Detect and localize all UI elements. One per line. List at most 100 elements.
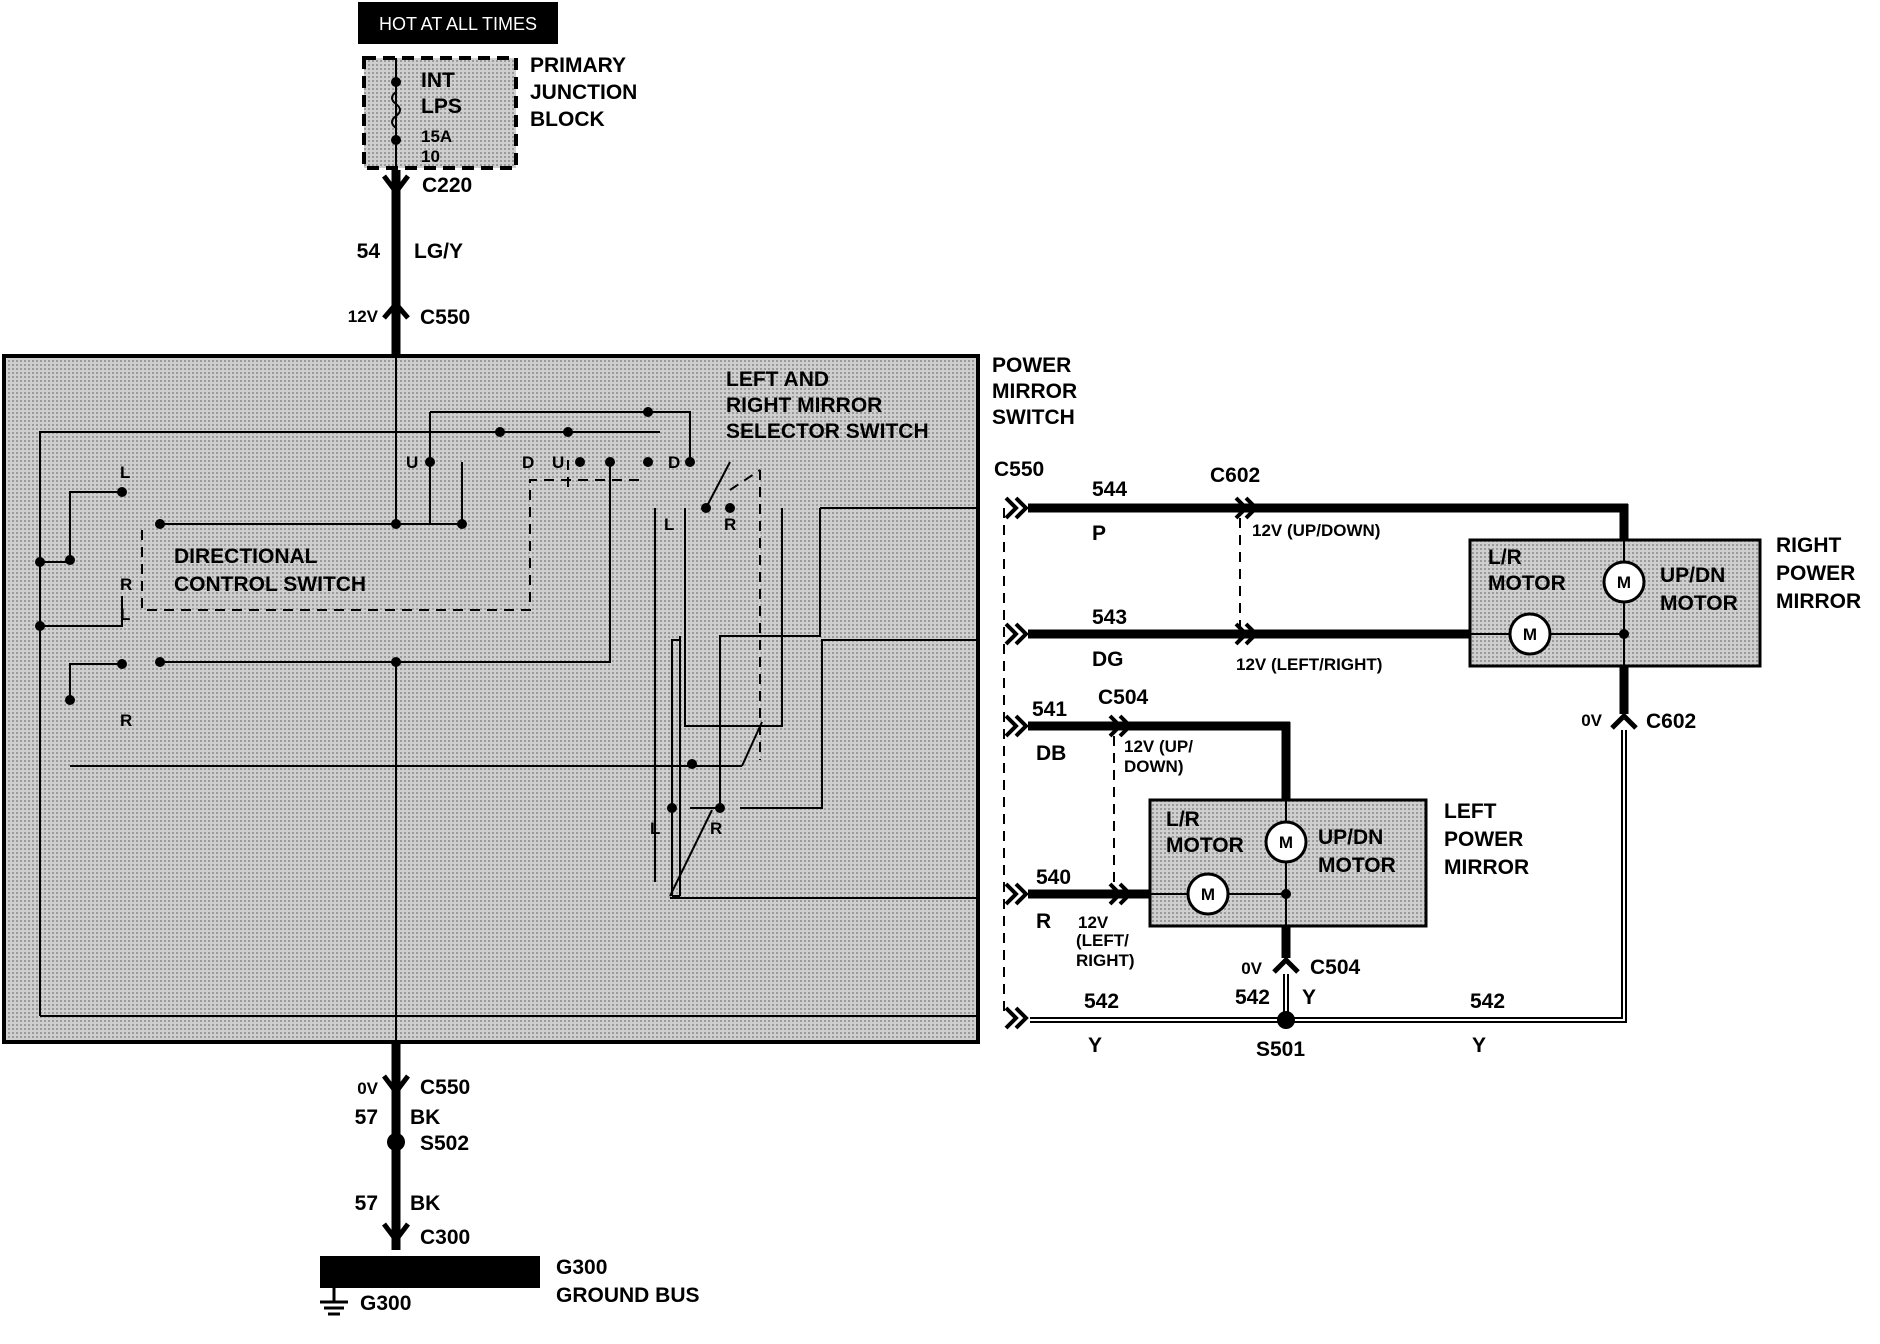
fuse-line-2: LPS (421, 95, 462, 118)
contact-r-4: R (710, 819, 722, 838)
power-mirror-switch-label-2: MIRROR (992, 380, 1077, 403)
wire-541-voltage-2: DOWN) (1124, 757, 1183, 776)
c602-mid-connector-icon (1234, 622, 1259, 646)
wire-57-a-color: BK (410, 1106, 440, 1129)
left-lr-motor-label-1: L/R (1166, 808, 1200, 831)
fuse-line-3: 15A (421, 127, 452, 146)
s501-splice-dot (1277, 1011, 1295, 1029)
right-updn-motor-label-1: UP/DN (1660, 564, 1725, 587)
fuse-top-dot (391, 77, 401, 87)
g300-bottom-label: G300 (360, 1292, 411, 1315)
left-lr-motor-icon (1186, 872, 1230, 916)
junction-block-label-1: PRIMARY (530, 54, 626, 77)
hot-at-all-times-tag (358, 2, 558, 44)
wire-54-circuit: 54 (357, 240, 381, 263)
c300-connector-icon (382, 1222, 410, 1245)
right-mirror-junction-dot (1619, 629, 1629, 639)
wire-540-voltage-1: 12V (1078, 913, 1109, 932)
switch-dashed-links (141, 460, 761, 760)
c504-bottom-voltage: 0V (1241, 959, 1262, 978)
switch-junction-dots (35, 407, 735, 813)
wire-540-color: R (1036, 910, 1051, 933)
c504-top-label: C504 (1098, 686, 1149, 709)
wire-542-mid-circuit: 542 (1235, 986, 1270, 1009)
right-lr-motor-icon (1508, 612, 1552, 656)
c602-right-label: C602 (1646, 710, 1696, 733)
contact-l-2: L (120, 605, 130, 624)
c550-bottom-label: C550 (420, 1076, 470, 1099)
wire-57-a-circuit: 57 (355, 1106, 378, 1129)
ground-bus-bar (320, 1256, 540, 1288)
c550-right-label: C550 (994, 458, 1044, 481)
right-updn-motor-icon (1602, 560, 1646, 604)
right-updn-motor-label-2: MOTOR (1660, 592, 1738, 615)
wire-541-circuit: 541 (1032, 698, 1067, 721)
c550-bottom-connector-icon (382, 1074, 410, 1097)
right-lr-motor-label-1: L/R (1488, 546, 1522, 569)
right-lr-motor-label-2: MOTOR (1488, 572, 1566, 595)
contact-u-1: U (406, 453, 418, 472)
g300-top-label: G300 (556, 1256, 607, 1279)
left-updn-motor-icon (1264, 820, 1308, 864)
fuse-element-icon (391, 91, 401, 129)
switch-internal-wiring (39, 356, 976, 1042)
right-mirror-label-2: POWER (1776, 562, 1855, 585)
c602-right-connector-icon (1610, 712, 1638, 730)
wire-542-mid-color: Y (1302, 986, 1316, 1009)
left-mirror-label-3: MIRROR (1444, 856, 1529, 879)
wire-57-b-color: BK (410, 1192, 440, 1215)
c504-mid-connector-icon (1108, 882, 1133, 906)
right-lr-motor-symbol: M (1523, 625, 1537, 644)
c602-right-voltage: 0V (1581, 711, 1602, 730)
right-mirror-label-3: MIRROR (1776, 590, 1861, 613)
hot-at-all-times-label: HOT AT ALL TIMES (379, 14, 537, 34)
ground-bus-label: GROUND BUS (556, 1284, 700, 1307)
c602-top-connector-icon (1234, 496, 1259, 520)
c504-bottom-label: C504 (1310, 956, 1361, 979)
wire-543-circuit: 543 (1092, 606, 1127, 629)
wire-541-voltage-1: 12V (UP/ (1124, 737, 1193, 756)
s501-label: S501 (1256, 1038, 1305, 1061)
contact-d-2: D (668, 453, 680, 472)
left-mirror-label-1: LEFT (1444, 800, 1497, 823)
ground-icon (320, 1288, 348, 1316)
c550-top-connector-icon (382, 300, 410, 320)
left-updn-motor-label-1: UP/DN (1318, 826, 1383, 849)
wire-540-voltage-3: RIGHT) (1076, 951, 1135, 970)
wire-542-left-color: Y (1088, 1034, 1102, 1057)
c550-right-connector-icons (1004, 496, 1029, 1030)
c220-label: C220 (422, 174, 472, 197)
contact-l-4: L (650, 819, 660, 838)
right-mirror-label-1: RIGHT (1776, 534, 1842, 557)
wire-540-circuit: 540 (1036, 866, 1071, 889)
c550-top-label: C550 (420, 306, 470, 329)
c550-bottom-voltage: 0V (357, 1079, 378, 1098)
wire-544-circuit: 544 (1092, 478, 1127, 501)
left-lr-motor-label-2: MOTOR (1166, 834, 1244, 857)
wire-54-color: LG/Y (414, 240, 463, 263)
power-mirror-switch-label-1: POWER (992, 354, 1071, 377)
left-updn-motor-label-2: MOTOR (1318, 854, 1396, 877)
selector-switch-label-3: SELECTOR SWITCH (726, 420, 929, 443)
wire-543-voltage: 12V (LEFT/RIGHT) (1236, 655, 1382, 674)
c504-bottom-connector-icon (1272, 956, 1300, 974)
c504-top-connector-icon (1108, 714, 1133, 738)
wire-542-right-circuit: 542 (1470, 990, 1505, 1013)
fuse-line-4: 10 (421, 147, 440, 166)
right-updn-motor-symbol: M (1617, 573, 1631, 592)
left-mirror-junction-dot (1281, 889, 1291, 899)
wire-57-b-circuit: 57 (355, 1192, 378, 1215)
wire-542-inner-stripe (1030, 730, 1625, 1021)
contact-r-1: R (120, 575, 132, 594)
wire-542-left-circuit: 542 (1084, 990, 1119, 1013)
left-lr-motor-symbol: M (1201, 885, 1215, 904)
junction-block-label-3: BLOCK (530, 108, 605, 131)
wire-542-right-color: Y (1472, 1034, 1486, 1057)
directional-switch-label-1: DIRECTIONAL (174, 545, 318, 568)
contact-d-1: D (522, 453, 534, 472)
selector-switch-label-1: LEFT AND (726, 368, 829, 391)
c550-top-voltage: 12V (348, 307, 379, 326)
c300-label: C300 (420, 1226, 470, 1249)
s502-splice-dot (387, 1133, 405, 1151)
